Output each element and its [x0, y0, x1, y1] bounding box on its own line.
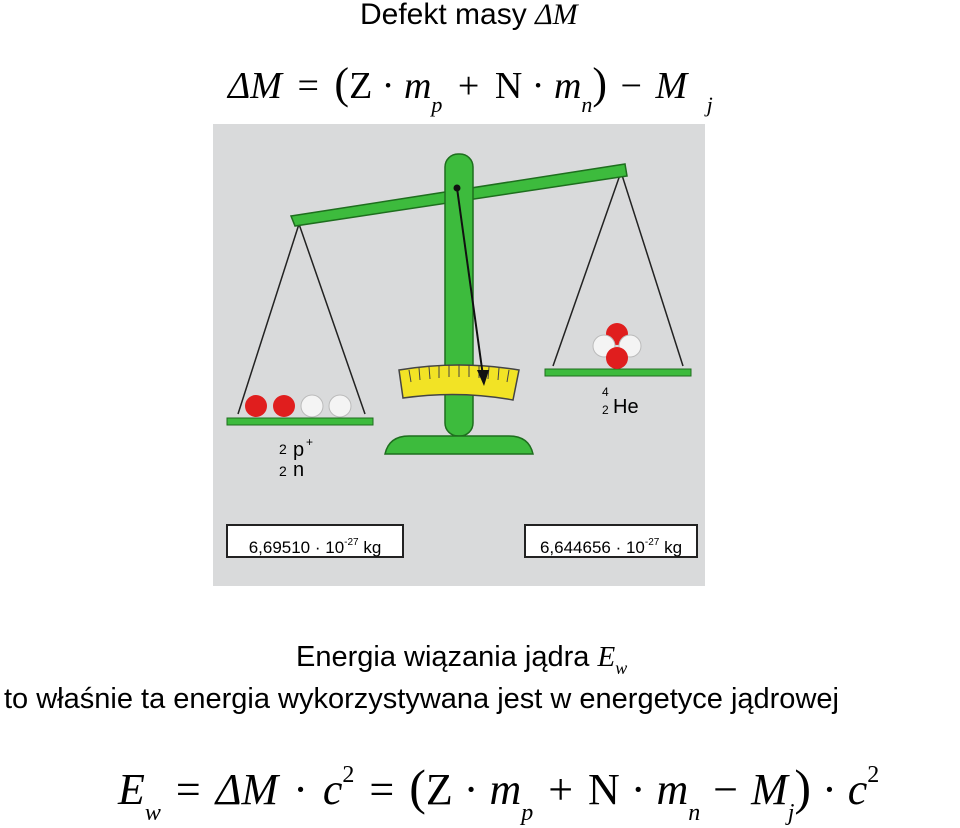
f2-dot2: · — [463, 765, 479, 814]
f1-p-sub: p — [431, 92, 443, 117]
right-string-2 — [620, 171, 684, 367]
title-text: Defekt masy — [360, 0, 527, 31]
proton-count: 2 — [279, 441, 287, 457]
proton-ball — [273, 395, 295, 417]
balance-scale-illustration: 2 p + 2 n 4 2 He 6,69510 · 10-27 kg 6,64… — [213, 124, 705, 586]
f2-dot4: · — [822, 765, 837, 814]
f1-eq: = — [297, 65, 319, 107]
f2-c: c — [322, 765, 343, 814]
f1-minus: − — [620, 65, 642, 107]
f1-mn: m — [553, 65, 582, 107]
mass-defect-formula: ΔM = (Z · mp + N · mn) − M j — [228, 58, 713, 118]
right-mass-value: 6,644656 · 10 — [539, 538, 645, 557]
left-mass-box: 6,69510 · 10-27 kg — [226, 524, 404, 558]
neutron-ball — [328, 394, 352, 418]
energy-description: to właśnie ta energia wykorzystywana jes… — [4, 683, 839, 715]
f2-minus: − — [713, 765, 739, 814]
title-symbol: ΔM — [535, 0, 578, 31]
energy-symbol-sub: w — [615, 658, 628, 678]
f2-paren-close: ) — [794, 759, 812, 815]
scale-gauge — [398, 364, 520, 401]
f2-p-sub: p — [521, 800, 534, 826]
f2-n-sub: n — [688, 800, 701, 826]
f2-j-sub: j — [787, 800, 795, 826]
f2-sq2: 2 — [867, 762, 880, 788]
f1-plus: + — [457, 65, 480, 107]
f2-eq2: = — [369, 765, 395, 814]
energy-heading: Energia wiązania jądra Ew — [296, 641, 627, 679]
binding-energy-formula: Ew = ΔM · c2 = (Z · mp + N · mn − Mj) · … — [118, 758, 879, 827]
f2-paren-open: ( — [409, 759, 426, 815]
left-string-1 — [237, 223, 300, 415]
f2-dot1: · — [293, 765, 308, 814]
right-string-1 — [552, 171, 622, 367]
f2-eq1: = — [175, 765, 201, 814]
right-mass-exp: -27 — [644, 537, 660, 548]
f2-ew: E — [118, 765, 145, 814]
f1-mp: m — [403, 65, 432, 107]
proton-charge: + — [306, 435, 313, 449]
f1-n-sub: n — [581, 92, 593, 117]
energy-heading-text: Energia wiązania jądra — [296, 641, 590, 673]
f2-mp: m — [489, 765, 522, 814]
f2-w-sub: w — [144, 800, 161, 826]
f2-plus: + — [548, 765, 574, 814]
f1-paren-open: ( — [334, 59, 350, 108]
f2-dot3: · — [630, 765, 646, 814]
f1-j-sub: j — [706, 92, 713, 117]
f1-dot1: · — [381, 65, 395, 107]
f2-c2: c — [847, 765, 868, 814]
balance-scale-svg: 2 p + 2 n 4 2 He — [226, 153, 692, 481]
left-pan — [226, 417, 374, 426]
neutron-count: 2 — [279, 463, 287, 479]
neutron-symbol: n — [293, 459, 304, 481]
f2-sq: 2 — [342, 762, 355, 788]
neutron-ball — [300, 394, 324, 418]
energy-symbol: E — [597, 641, 616, 673]
proton-symbol: p — [293, 439, 304, 461]
gauge-ticks — [408, 365, 510, 383]
helium-proton-ball — [606, 347, 628, 369]
f2-n: N — [588, 765, 620, 814]
pointer-arrowhead — [477, 370, 489, 386]
left-mass-value: 6,69510 · 10 — [248, 538, 345, 557]
f2-mj: M — [751, 765, 788, 814]
right-pan — [544, 368, 692, 377]
f1-z: Z — [349, 65, 373, 107]
f1-mj: M — [655, 65, 688, 107]
f1-n: N — [494, 65, 523, 107]
f1-paren-close: ) — [592, 59, 608, 108]
right-mass-unit: kg — [664, 538, 683, 557]
scale-pointer — [456, 187, 484, 377]
f1-dot2: · — [531, 65, 545, 107]
page-title: Defekt masy ΔM — [360, 0, 578, 32]
proton-ball — [245, 395, 267, 417]
left-mass-exp: -27 — [344, 537, 359, 548]
right-mass-box: 6,644656 · 10-27 kg — [524, 524, 698, 558]
f1-lhs: ΔM — [228, 65, 282, 107]
left-mass-unit: kg — [363, 538, 382, 557]
f2-mn: m — [656, 765, 689, 814]
scale-base — [384, 435, 534, 455]
f2-z: Z — [425, 765, 453, 814]
f2-dm: ΔM — [215, 765, 279, 814]
left-string-2 — [298, 223, 366, 415]
helium-symbol: He — [613, 396, 639, 418]
helium-mass-number: 4 — [602, 385, 609, 399]
helium-atomic-number: 2 — [602, 403, 609, 417]
